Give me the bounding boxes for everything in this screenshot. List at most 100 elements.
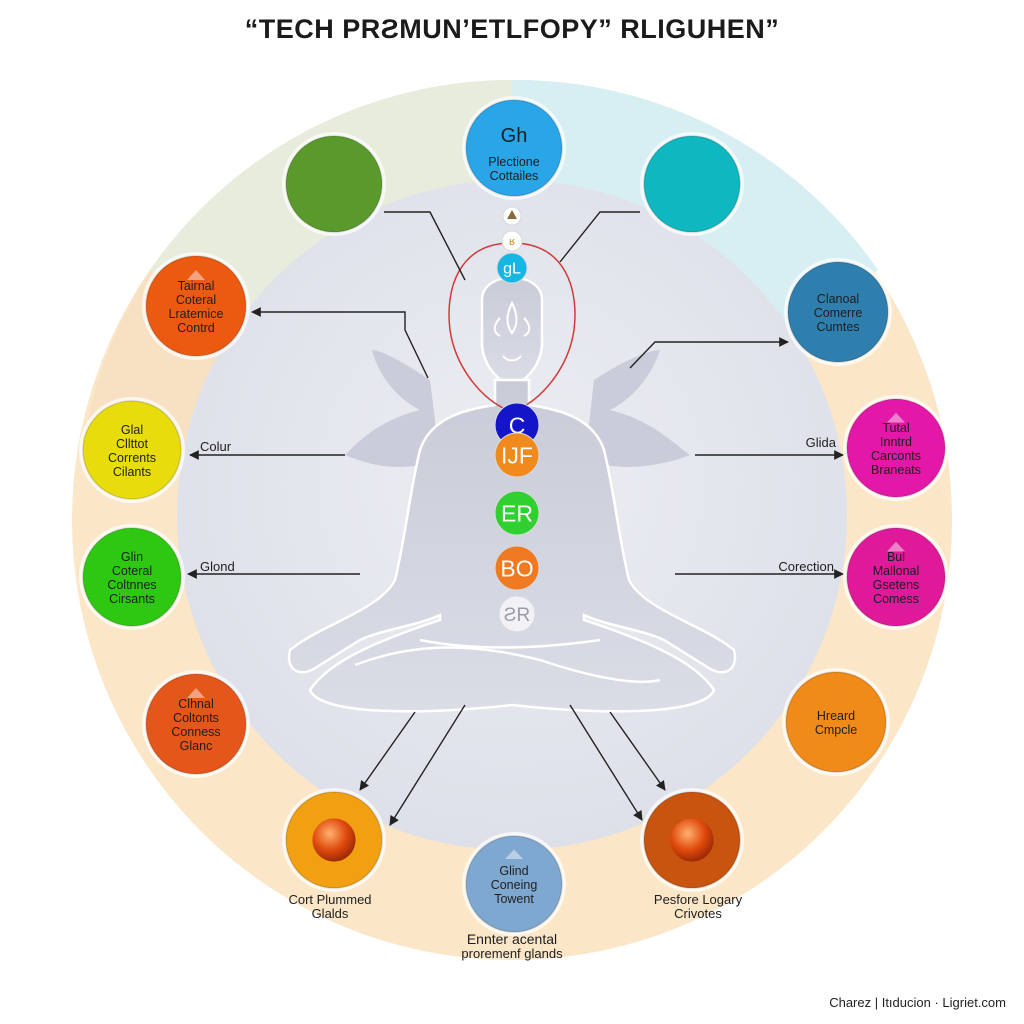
node-left-1-line-4: Contrd [177,321,215,335]
face-features [493,300,531,362]
chakra-crown-glyph: ʁ [501,230,523,252]
node-top-center-line-2: Plectione [488,155,539,169]
caption-bottom-center-2: proremenf glands [461,946,563,961]
node-top-center-line-1: Gh [501,125,528,147]
connector-right-1 [629,337,789,369]
node-left-3-line-1: Glin [121,550,143,564]
node-bottom-center-line-2: Coneing [491,878,538,892]
connector-top-left [384,211,466,281]
node-right-1-line-2: Comerre [814,306,863,320]
node-left-3-circle [82,527,182,627]
node-left-1-circle [145,255,247,357]
node-top-right-circle [643,135,741,233]
node-left-1-line-1: Tairnal [178,279,215,293]
node-right-3-line-3: Gsetens [873,578,920,592]
chakra-crown-glyph-label: ʁ [509,236,515,248]
node-right-1-line-3: Cumtes [816,320,859,334]
connector-bottom-1 [359,711,416,791]
aura-wings [345,350,690,467]
connector-bottom-2 [389,704,466,826]
crown-lotus-icon [507,210,517,219]
node-left-2-line-3: Corrents [108,451,156,465]
node-right-3-line-1: Bul [887,550,905,564]
node-right-2-line-4: Braneats [871,463,921,477]
node-left-4-line-2: Coltonts [173,711,219,725]
chakra-sacral: BO [494,545,540,591]
triangle-icon [505,849,523,860]
node-left-3-line-3: Coltnnes [107,578,156,592]
chakra-third-eye-label: gL [503,261,521,278]
connector-bottom-3 [569,704,643,821]
chakra-sacral-dot [494,545,540,591]
chakra-solar: ER [494,490,540,536]
node-left-4-circle [145,673,247,775]
connector-lines [187,211,844,826]
diagram-title: “TECH PRƧMUN’ETLFOPY” RLIGUHEN” [244,14,780,44]
node-top-center-line-3: Cottailes [490,169,539,183]
node-bottom-center-circle [465,835,563,933]
node-right-3-line-4: Comess [873,592,919,606]
orb-icon [670,818,714,862]
node-right-4-line-2: Cmpcle [815,723,857,737]
chakra-third-eye: gL [496,252,528,284]
caption-bottom-left-2: Glalds [312,906,349,921]
caption-bottom-left-1: Cort Plummed [288,892,371,907]
chakra-crown-symbol [502,206,522,226]
connector-left-1 [251,307,429,379]
chakra-throat-label: C [509,412,526,438]
node-right-2-line-3: Carconts [871,449,921,463]
chakra-third-eye-dot [496,252,528,284]
node-right-2-circle [846,398,946,498]
node-left-2-line-4: Cilants [113,465,151,479]
chakra-heart-label: IJF [501,442,533,468]
node-right-4-circle [785,671,887,773]
node-left-3-line-4: Cirsants [109,592,155,606]
edge-label-corection: Corection [778,559,834,574]
caption-bottom-right-2: Crivotes [674,906,722,921]
chakra-root-dot [498,595,536,633]
chakra-column: ʁ gL C IJF ER BO ƧR [494,206,540,633]
node-left-1-line-3: Lratemice [169,307,224,321]
node-left-4-line-4: Glanc [180,739,213,753]
orb-icon [312,818,356,862]
triangle-icon [187,688,205,698]
node-top-left [282,132,386,236]
edge-label-glond: Glond [200,559,235,574]
edge-label-glida: Glida [806,435,837,450]
caption-bottom-center-1: Ennter acental [467,931,557,947]
node-top-right [640,132,744,236]
node-left-3-line-2: Coteral [112,564,152,578]
chakra-solar-label: ER [501,500,533,526]
chakra-sacral-label: BO [500,555,533,581]
node-right-2-line-2: Inntrd [880,435,912,449]
node-right-1-line-1: Clanoal [817,292,859,306]
chakra-root-label: ƧR [504,605,530,626]
node-bottom-center-line-1: Glind [499,864,528,878]
node-left-2-line-2: Cllttot [116,437,148,451]
node-right-2-line-1: Tutal [882,421,909,435]
node-right-3-line-2: Mallonal [873,564,920,578]
node-bottom-center-line-3: Towent [494,892,534,906]
triangle-icon [887,412,905,423]
caption-bottom-right-1: Pesfore Logary [654,892,743,907]
node-left-2-circle [82,400,182,500]
footer-credit: Charez | Itıducion · Ligriet.com [829,995,1006,1010]
node-left-2-line-1: Glal [121,423,143,437]
node-bottom-right [640,788,744,892]
node-bottom-left [282,788,386,892]
triangle-icon [887,541,905,552]
chakra-root: ƧR [498,595,536,633]
connector-bottom-4 [609,711,666,791]
chakra-solar-dot [494,490,540,536]
triangle-icon [187,270,205,280]
node-top-center-circle [465,99,563,197]
